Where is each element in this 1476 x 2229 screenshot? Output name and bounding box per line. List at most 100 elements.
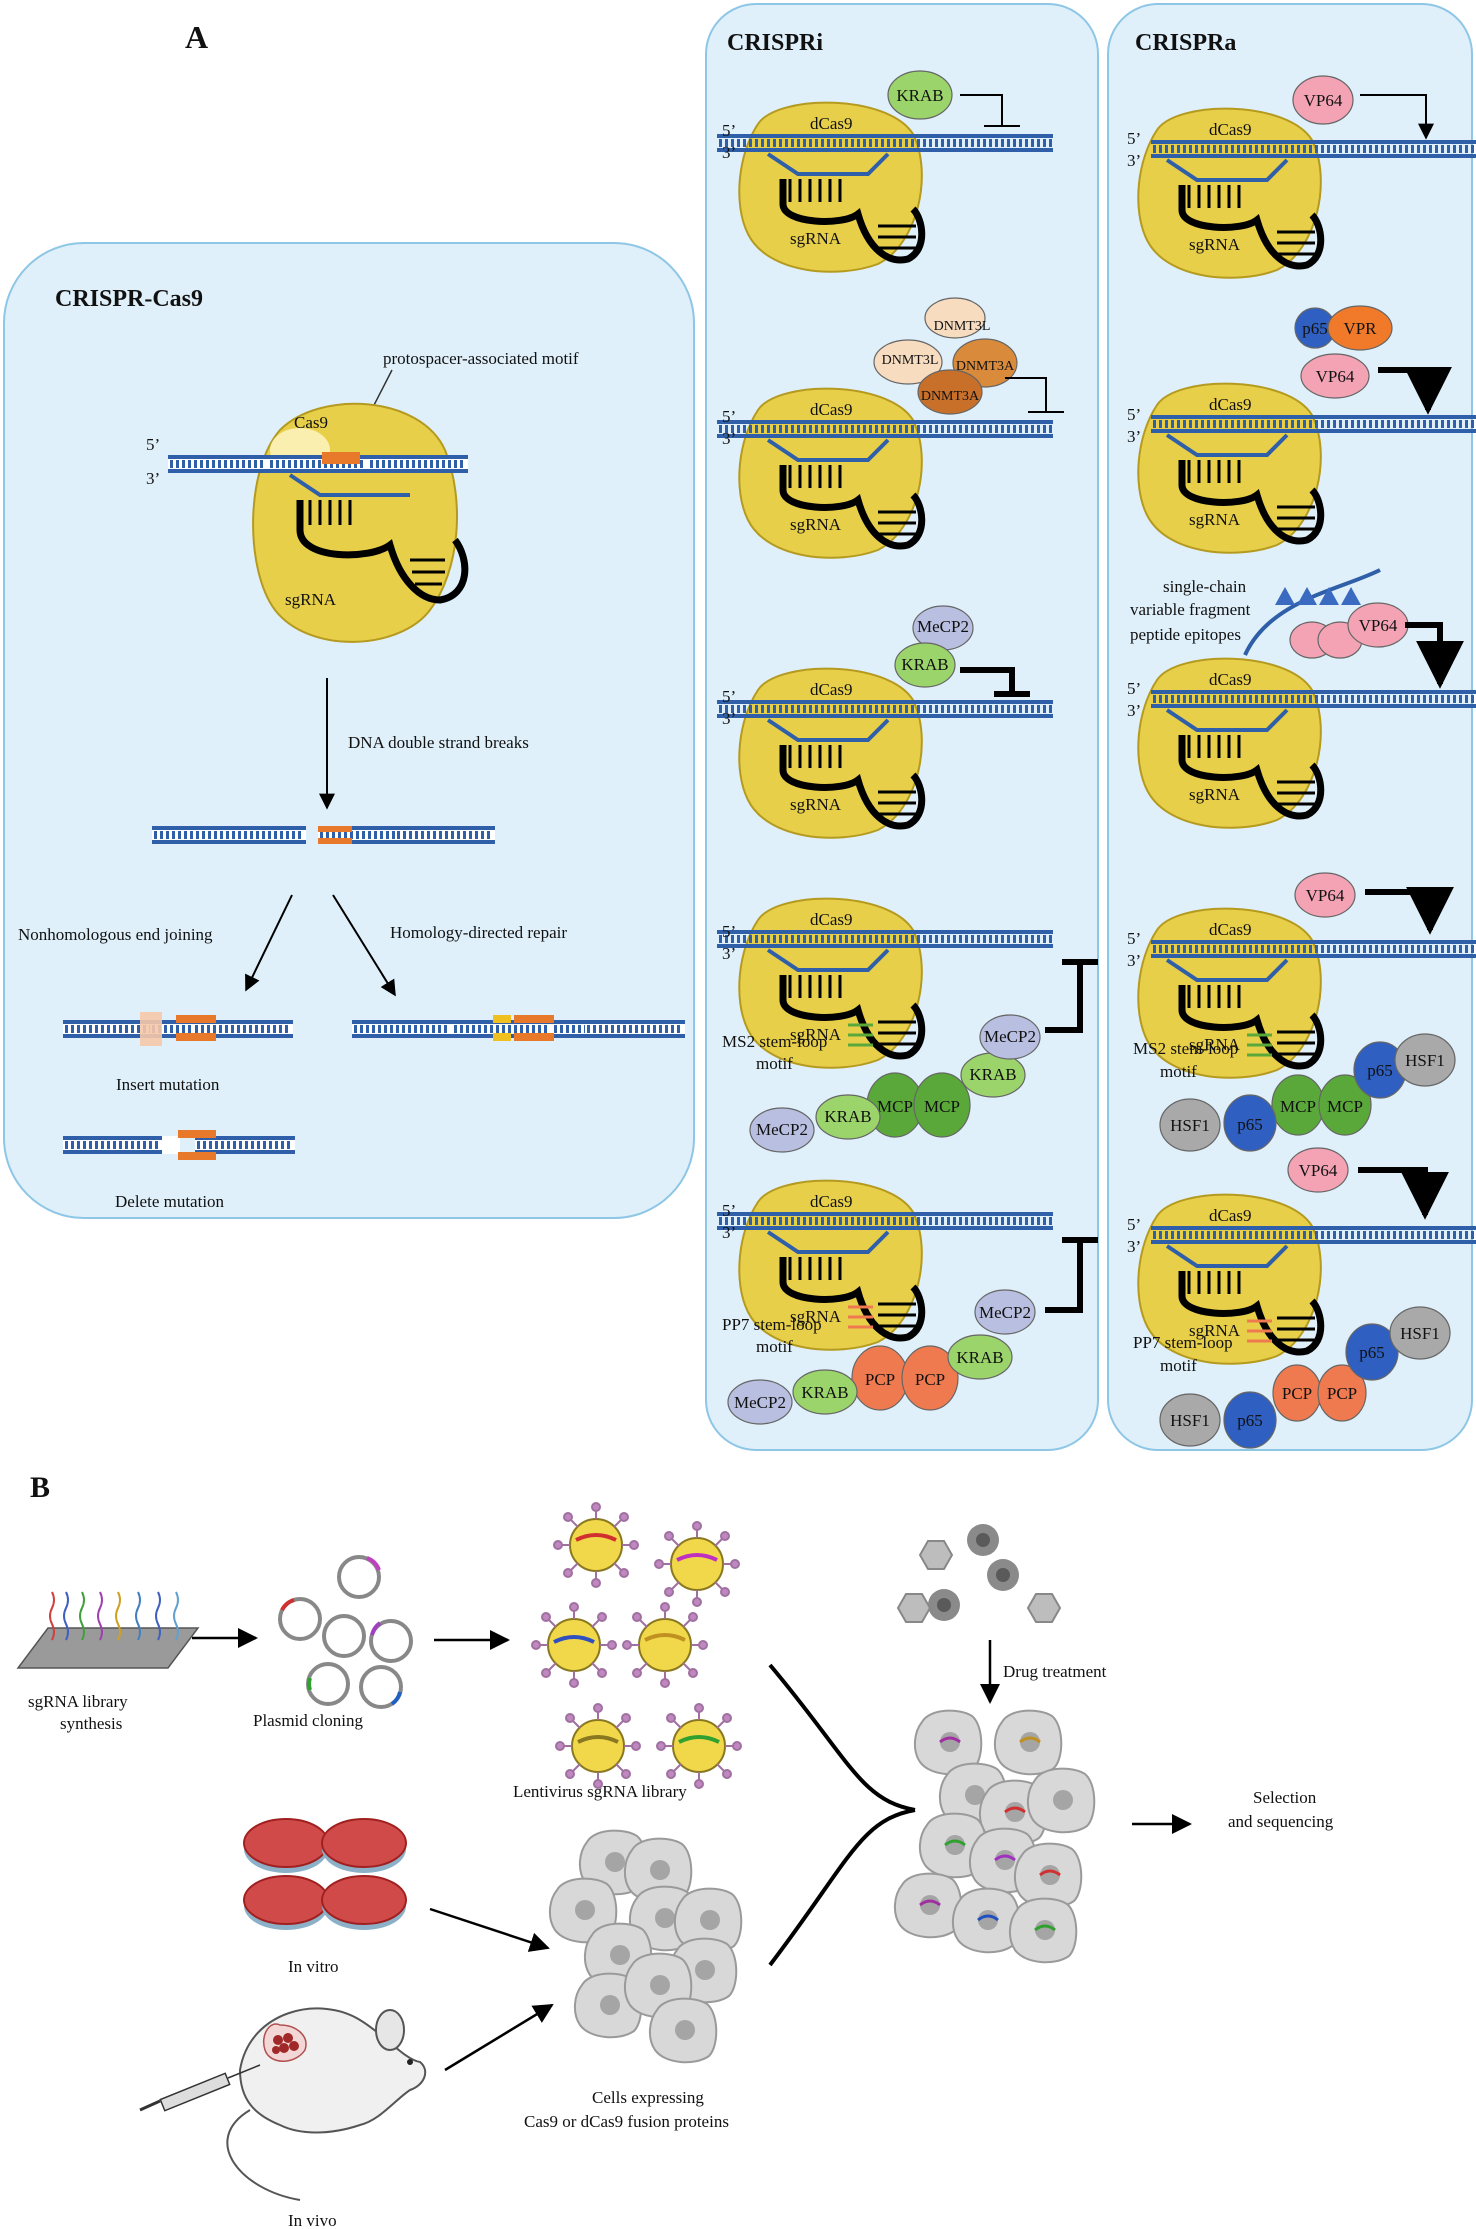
three-prime-label: 3’ — [1127, 951, 1141, 970]
dcas9-label: dCas9 — [810, 114, 853, 133]
ms2-label: MS2 stem-loop — [1133, 1039, 1238, 1058]
plasmid-label: Plasmid cloning — [253, 1711, 364, 1730]
vp64-label: VP64 — [1316, 367, 1355, 386]
treated-cells — [893, 1709, 1096, 1964]
vp64-label: VP64 — [1304, 91, 1343, 110]
syringe-icon — [139, 2064, 261, 2112]
mecp2-domain-1 — [979, 1014, 1041, 1060]
dcas9-label: dCas9 — [810, 1192, 853, 1211]
pp7-label: PP7 stem-loop — [1133, 1333, 1233, 1352]
crispri-rows: dCas9 sgRNA 5’ 3’ KRAB dCas9sgRNA5’3’DNMT3LDN… — [717, 70, 1098, 1425]
dna-strand — [1151, 140, 1476, 158]
pcp-domain-2 — [1317, 1364, 1367, 1422]
plasmids — [278, 1555, 413, 1709]
five-prime-label: 5’ — [1127, 405, 1141, 424]
sgrna-label: sgRNA — [1189, 1035, 1241, 1054]
sgrna-label: sgRNA — [790, 229, 842, 248]
sgrna-label: sgRNA — [790, 795, 842, 814]
dcas9-label: dCas9 — [810, 400, 853, 419]
p65-label-1: p65 — [1237, 1411, 1263, 1430]
invivo-label: In vivo — [288, 2211, 337, 2229]
vp64-label: VP64 — [1359, 616, 1398, 635]
dna-strand — [717, 930, 1053, 948]
three-prime-label: 3’ — [722, 1223, 736, 1242]
activation-arrow — [1365, 886, 1454, 935]
cells-label-2: Cas9 or dCas9 fusion proteins — [524, 2112, 729, 2131]
vp64-domain — [1292, 75, 1354, 125]
vp64-label: VP64 — [1306, 886, 1345, 905]
vp64-domain — [1287, 1147, 1349, 1193]
scfv-antibody — [1275, 587, 1295, 605]
krab-label-1: KRAB — [956, 1348, 1003, 1367]
mecp2-domain-2 — [727, 1379, 793, 1425]
motif-label: motif — [756, 1054, 793, 1073]
three-prime-label: 3’ — [722, 429, 736, 448]
krab-label-2: KRAB — [801, 1383, 848, 1402]
hsf1-domain-2 — [1394, 1033, 1456, 1087]
petri-dishes — [243, 1818, 407, 1930]
pcp-label-1: PCP — [865, 1370, 895, 1389]
p65-domain-1 — [1223, 1391, 1277, 1449]
dna-strand — [1151, 415, 1476, 433]
hdr-dna — [352, 1015, 685, 1041]
cas9-panel: CRISPR-Cas9 protospacer-associated motif… — [3, 242, 695, 1219]
library-label-1: sgRNA library — [28, 1692, 128, 1711]
lentivirus-library — [531, 1502, 742, 1789]
pp7-label: PP7 stem-loop — [722, 1315, 822, 1334]
mecp2-label-1: MeCP2 — [979, 1303, 1031, 1322]
krab-domain-2 — [815, 1094, 881, 1140]
target-strand — [766, 948, 890, 972]
insert-mutation-dna — [63, 1012, 293, 1046]
drug-molecules — [896, 1524, 1062, 1623]
p65-domain-1 — [1223, 1094, 1277, 1152]
target-strand — [766, 718, 890, 742]
krab-domain-2 — [792, 1369, 858, 1415]
dcas9-label: dCas9 — [1209, 395, 1252, 414]
ms2-label: MS2 stem-loop — [722, 1032, 827, 1051]
vp64-domain — [1294, 872, 1356, 918]
scfv-label-2: variable fragment — [1130, 600, 1251, 619]
panel-a-letter: A — [185, 19, 208, 55]
dnmt3a-label-right: DNMT3A — [956, 359, 1015, 374]
selection-label-1: Selection — [1253, 1788, 1317, 1807]
motif-label: motif — [756, 1337, 793, 1356]
dsb-label: DNA double strand breaks — [348, 733, 529, 752]
sgrna-label: sgRNA — [790, 1025, 842, 1044]
mecp2-label-2: MeCP2 — [734, 1393, 786, 1412]
selection-label-2: and sequencing — [1228, 1812, 1334, 1831]
mouse — [139, 2007, 427, 2201]
pcp-domain-2 — [901, 1345, 959, 1411]
sgrna-strand — [779, 975, 926, 1060]
scfv-label-3: peptide epitopes — [1130, 625, 1241, 644]
cas9-three-prime: 3’ — [146, 469, 160, 488]
vpr-label: VPR — [1343, 319, 1377, 338]
krab-label: KRAB — [896, 86, 943, 105]
repression-arrow — [1005, 377, 1047, 412]
dnmt3l-domain-left — [873, 339, 943, 385]
mecp2-domain-2 — [749, 1107, 815, 1153]
sgrna-label: sgRNA — [1189, 235, 1241, 254]
five-prime-label: 5’ — [722, 1201, 736, 1220]
three-prime-label: 3’ — [722, 143, 736, 162]
five-prime-label: 5’ — [722, 687, 736, 706]
activation-arrow — [1378, 366, 1452, 415]
dna-strand — [717, 420, 1053, 438]
target-strand — [1165, 708, 1289, 732]
cas9-protein-label: Cas9 — [294, 413, 328, 432]
broken-dna — [152, 826, 495, 844]
sgrna-label: sgRNA — [790, 1307, 842, 1326]
three-prime-label: 3’ — [1127, 1237, 1141, 1256]
insert-mutation-label: Insert mutation — [116, 1075, 220, 1094]
dcas9-label: dCas9 — [1209, 120, 1252, 139]
delete-mutation-label: Delete mutation — [115, 1192, 225, 1211]
p65-domain-2 — [1345, 1323, 1399, 1381]
repression-arrow — [960, 667, 1015, 694]
cas9-sgrna-label: sgRNA — [285, 590, 337, 609]
